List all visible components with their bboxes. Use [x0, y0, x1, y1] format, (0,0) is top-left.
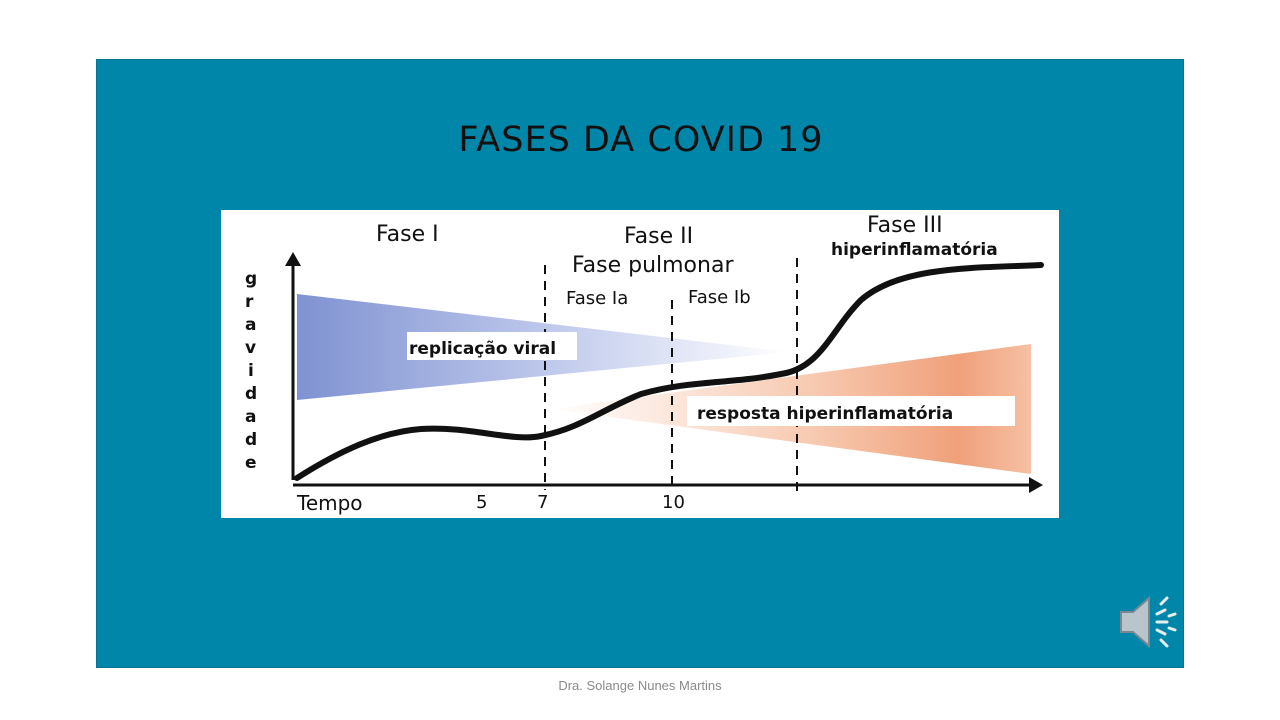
- phase-2a-label: Fase Ia: [566, 288, 628, 309]
- phase-2-label: Fase II: [624, 224, 693, 249]
- x-axis-label: Tempo: [296, 491, 363, 515]
- y-letter: a: [245, 407, 256, 427]
- y-letter: v: [245, 338, 256, 358]
- y-letter: d: [245, 384, 257, 404]
- x-axis-arrow: [1029, 477, 1043, 493]
- severity-curve: [294, 262, 1044, 481]
- speaker-icon[interactable]: [1117, 590, 1181, 654]
- slide: FASES DA COVID 19: [96, 59, 1184, 668]
- viral-replication-label: replicação viral: [409, 339, 556, 359]
- slide-title: FASES DA COVID 19: [458, 120, 824, 160]
- y-letter: g: [245, 269, 257, 289]
- y-axis-label: g r a v i d a d e: [245, 269, 257, 473]
- phase-1-label: Fase I: [376, 222, 439, 247]
- x-tick-10: 10: [662, 492, 685, 513]
- covid-phases-diagram: Fase I Fase II Fase pulmonar Fase Ia Fas…: [221, 210, 1059, 518]
- phase-2b-label: Fase Ib: [688, 287, 751, 308]
- phase-3-label: Fase III: [867, 213, 943, 238]
- y-letter: i: [248, 361, 254, 381]
- phase-3-subtitle: hiperinflamatória: [831, 240, 998, 260]
- y-axis-arrow: [285, 252, 301, 266]
- y-letter: d: [245, 430, 257, 450]
- y-letter: a: [245, 315, 256, 335]
- inflammatory-response-label: resposta hiperinflamatória: [697, 404, 953, 424]
- y-letter: e: [245, 453, 257, 473]
- y-letter: r: [245, 292, 254, 312]
- slide-footer: Dra. Solange Nunes Martins: [558, 678, 722, 693]
- x-tick-7: 7: [537, 492, 548, 513]
- phase-2-subtitle: Fase pulmonar: [572, 253, 734, 278]
- x-tick-5: 5: [476, 492, 487, 513]
